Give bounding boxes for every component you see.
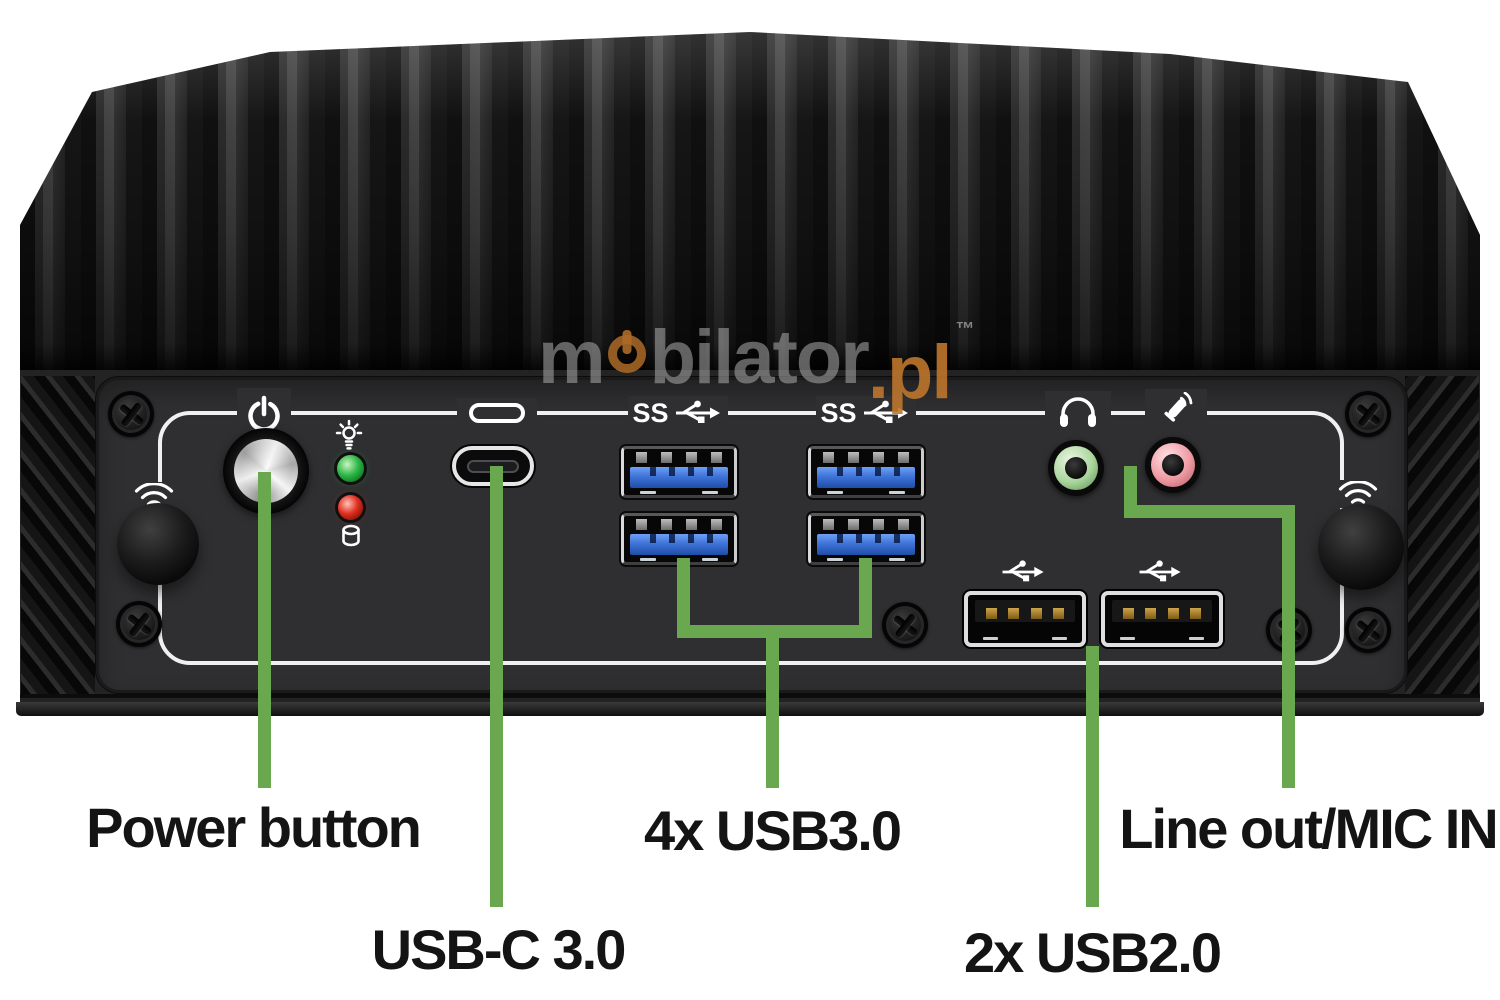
headphone-icon bbox=[1045, 391, 1111, 433]
label-usb3: 4x USB3.0 bbox=[644, 799, 902, 862]
usb3-superspeed-icon: SS bbox=[816, 396, 916, 430]
power-led-green bbox=[337, 455, 364, 482]
screw bbox=[1345, 391, 1391, 437]
line-out-jack bbox=[1048, 440, 1104, 496]
usb3-superspeed-icon: SS bbox=[628, 396, 728, 430]
wifi-antenna-cap bbox=[117, 503, 199, 585]
wifi-icon bbox=[1330, 480, 1386, 508]
ss-label: SS bbox=[820, 397, 857, 428]
label-power-button: Power button bbox=[86, 796, 422, 859]
usb2-icon bbox=[1137, 558, 1185, 586]
label-audio: Line out/MIC IN bbox=[1119, 797, 1499, 860]
mic-in-jack bbox=[1145, 437, 1201, 493]
ss-label: SS bbox=[632, 397, 669, 428]
right-side-fins bbox=[1405, 376, 1479, 696]
callout-line-audio-h bbox=[1124, 505, 1295, 518]
usb3-port bbox=[808, 513, 924, 565]
watermark-text: m bbox=[538, 315, 606, 400]
label-usb2: 2x USB2.0 bbox=[964, 921, 1222, 984]
callout-line-usbc bbox=[490, 466, 503, 907]
screw bbox=[108, 391, 154, 437]
usb-c-icon bbox=[457, 398, 537, 428]
usb2-icon bbox=[1000, 558, 1048, 586]
callout-line-usb2 bbox=[1086, 646, 1099, 907]
usb3-port bbox=[808, 446, 924, 498]
left-side-fins bbox=[21, 376, 95, 696]
callout-line-usb3-bridge bbox=[677, 625, 872, 638]
watermark-suffix: .pl bbox=[867, 330, 953, 415]
callout-line-power bbox=[258, 472, 271, 788]
callout-line-usb3-left bbox=[677, 558, 690, 638]
callout-line-usb3-stem bbox=[766, 636, 779, 788]
usb3-port bbox=[621, 446, 737, 498]
watermark-power-o-icon bbox=[607, 335, 646, 373]
label-usb-c: USB-C 3.0 bbox=[371, 918, 627, 981]
chassis-bottom-groove bbox=[20, 694, 1480, 698]
screw bbox=[1345, 607, 1391, 653]
wifi-antenna-cap bbox=[1318, 504, 1404, 590]
power-led-bulb-icon bbox=[333, 417, 365, 453]
screw bbox=[882, 602, 928, 648]
trademark-symbol: ™ bbox=[955, 319, 975, 340]
watermark-text: bilator bbox=[649, 315, 870, 400]
usb2-port bbox=[1101, 591, 1223, 647]
microphone-icon bbox=[1145, 389, 1207, 433]
heatsink-fins bbox=[20, 32, 1480, 378]
usb2-port bbox=[964, 591, 1086, 647]
callout-line-audio-v2 bbox=[1282, 505, 1295, 788]
screw bbox=[116, 601, 162, 647]
chassis-bottom-lip bbox=[16, 702, 1484, 716]
callout-line-usb3-right bbox=[859, 558, 872, 638]
hdd-activity-icon bbox=[339, 522, 363, 550]
hdd-led-red bbox=[338, 495, 363, 520]
